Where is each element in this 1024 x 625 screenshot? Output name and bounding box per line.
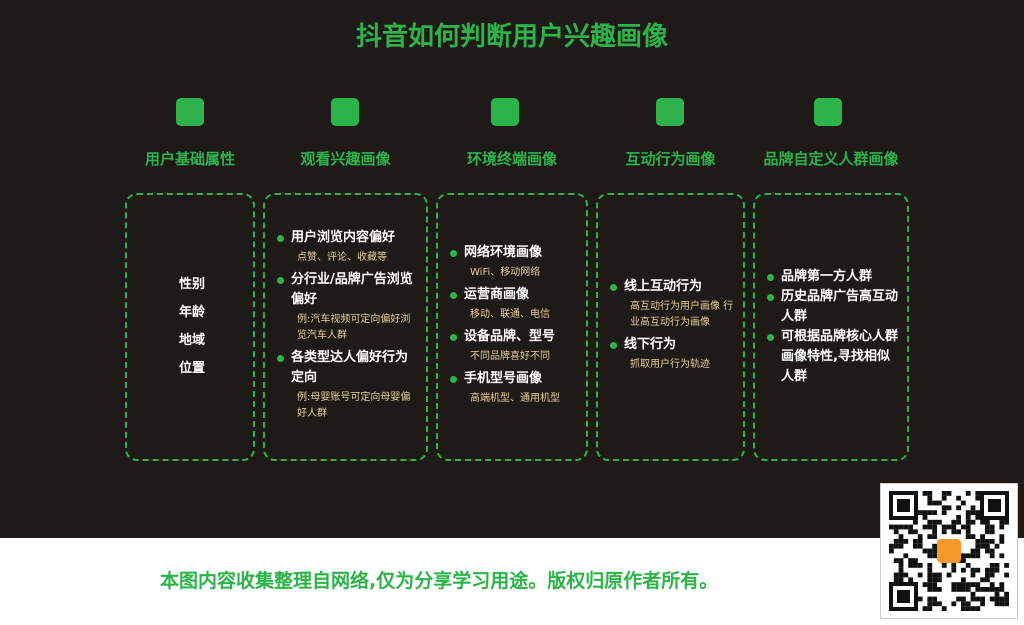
list-item-detail: 高互动行为用户画像 行业高互动行为画像 [630, 301, 734, 328]
list-item-detail: 高端机型、通用机型 [470, 393, 560, 404]
infographic: 抖音如何判断用户兴趣画像 用户基础属性性别年龄地域位置 观看兴趣画像用户浏览内容偏… [0, 0, 1024, 538]
column-box: 用户浏览内容偏好点赞、评论、收藏等分行业/品牌广告浏览偏好例:汽车视频可定向偏好… [263, 193, 428, 461]
column-marker-icon [656, 98, 684, 126]
qr-code [880, 483, 1018, 619]
column-box: 线上互动行为高互动行为用户画像 行业高互动行为画像线下行为抓取用户行为轨迹 [596, 193, 745, 461]
column-marker-icon [814, 98, 842, 126]
attribute-item: 性别 [178, 277, 205, 292]
column-header: 品牌自定义人群画像 [763, 150, 899, 168]
attribute-item: 位置 [178, 361, 205, 376]
column-box: 网络环境画像 WiFi、移动网络运营商画像移动、联通、电信设备品牌、型号不同品牌喜… [436, 193, 588, 461]
list-item: 设备品牌、型号 [450, 327, 578, 347]
list-item: 线下行为 [610, 335, 735, 355]
list-item: 可根据品牌核心人群画像特性,寻找相似人群 [767, 327, 899, 387]
list-item-detail: 移动、联通、电信 [470, 309, 550, 320]
column-header: 用户基础属性 [144, 150, 235, 168]
list-item-detail: WiFi、移动网络 [470, 267, 541, 278]
list-item: 手机型号画像 [450, 369, 578, 389]
page-title: 抖音如何判断用户兴趣画像 [355, 22, 668, 52]
attribute-item: 年龄 [178, 305, 205, 320]
column-header: 环境终端画像 [466, 150, 557, 168]
list-item-detail: 例:汽车视频可定向偏好浏览汽车人群 [297, 314, 411, 341]
list-item-detail: 例:母婴账号可定向母婴偏好人群 [297, 392, 411, 419]
column-box: 性别年龄地域位置 [125, 193, 255, 461]
column-box: 品牌第一方人群历史品牌广告高互动人群可根据品牌核心人群画像特性,寻找相似人群 [753, 193, 909, 461]
list-item: 历史品牌广告高互动人群 [767, 287, 899, 327]
column-marker-icon [331, 98, 359, 126]
list-item: 用户浏览内容偏好 [277, 228, 418, 248]
list-item: 品牌第一方人群 [767, 267, 899, 287]
list-item: 运营商画像 [450, 285, 578, 305]
list-item: 线上互动行为 [610, 277, 735, 297]
list-item-detail: 点赞、评论、收藏等 [297, 252, 387, 263]
list-item: 网络环境画像 [450, 243, 578, 263]
list-item-detail: 抓取用户行为轨迹 [630, 359, 710, 370]
list-item: 分行业/品牌广告浏览偏好 [277, 270, 418, 310]
column-marker-icon [491, 98, 519, 126]
column-marker-icon [176, 98, 204, 126]
list-item: 各类型达人偏好行为定向 [277, 348, 418, 388]
list-item-detail: 不同品牌喜好不同 [470, 351, 550, 362]
copyright-notice: 本图内容收集整理自网络,仅为分享学习用途。版权归原作者所有。 [160, 570, 719, 592]
attribute-item: 地域 [178, 333, 205, 348]
column-header: 互动行为画像 [625, 150, 716, 168]
column-header: 观看兴趣画像 [300, 150, 391, 168]
